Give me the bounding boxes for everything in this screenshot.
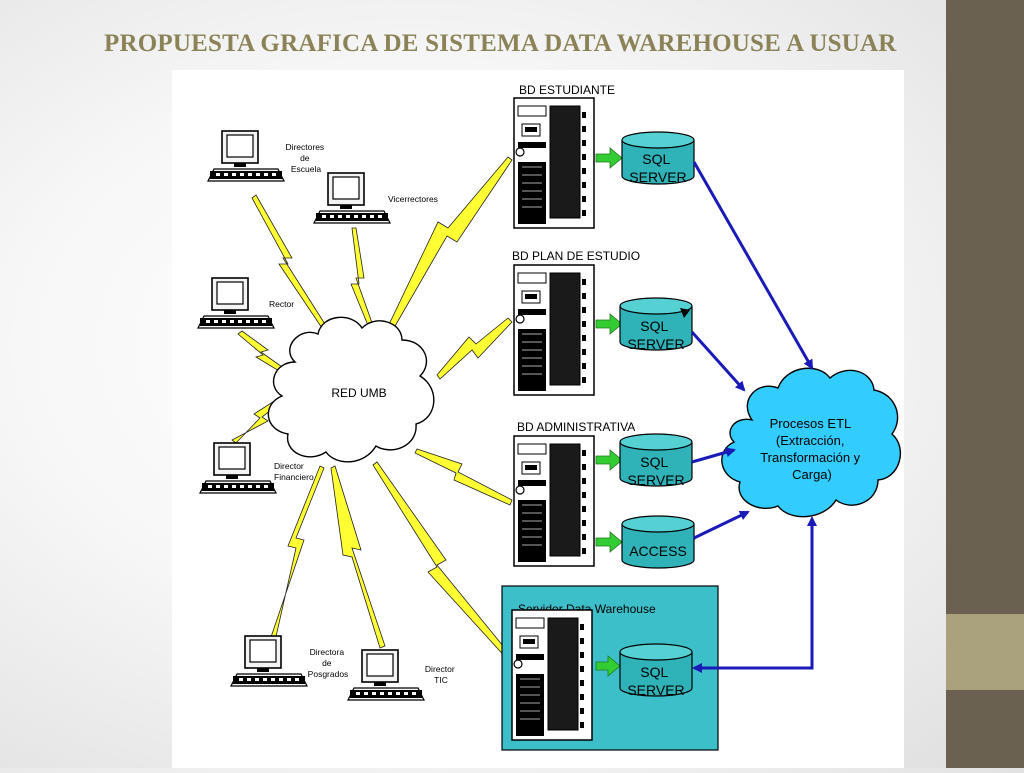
- db-sql-admin-line1: SQL: [640, 454, 668, 470]
- label-bd-administrativa: BD ADMINISTRATIVA: [517, 420, 635, 434]
- label-directores-2: de: [300, 153, 310, 163]
- link-bolt-vicerrectores: [350, 227, 377, 336]
- svg-text:SQL SERVER: SQL SERVER: [629, 151, 686, 185]
- link-bolt-tic: [330, 465, 386, 649]
- label-tic-1: Director: [425, 664, 455, 674]
- etl-process-cloud: [721, 367, 902, 518]
- svg-text:Director TIC: Director TIC: [425, 664, 457, 685]
- computer-vicerrectores-icon: [313, 172, 391, 224]
- link-bolt-bd-estudiante: [382, 156, 513, 341]
- blue-arrow-admin-sql-etl: [691, 447, 736, 464]
- diagram-canvas: RED UMB Directores de Escuela Vicerrecto…: [172, 70, 904, 768]
- svg-text:Directores de Escuela: Directores de Escuela: [285, 142, 326, 174]
- link-bolt-bd-plan: [436, 317, 513, 380]
- computer-tic-icon: [347, 649, 425, 701]
- computer-rector-icon: [197, 277, 275, 329]
- blue-arrow-access-etl: [693, 510, 750, 540]
- db-sql-dw-line2: SERVER: [627, 682, 684, 698]
- db-sql-estudiante-line1: SQL: [642, 151, 670, 167]
- computer-financiero-icon: [199, 442, 277, 494]
- blue-arrow-etl-data-warehouse: [692, 516, 817, 673]
- label-rector: Rector: [269, 299, 294, 309]
- label-posgrados-2: de: [322, 658, 332, 668]
- label-financiero-1: Director: [274, 461, 304, 471]
- svg-text:Director Financiero: Director Financiero: [274, 461, 314, 482]
- computer-posgrados-icon: [230, 635, 308, 687]
- server-bd-administrativa-icon: [513, 435, 595, 567]
- green-arrow-admin-access: [595, 531, 623, 553]
- label-directores-3: Escuela: [291, 164, 322, 174]
- label-bd-estudiante: BD ESTUDIANTE: [519, 83, 615, 97]
- etl-line-4: Carga): [792, 467, 832, 482]
- db-sql-plan-line2: SERVER: [627, 336, 684, 352]
- link-bolt-bd-administrativa: [414, 448, 513, 506]
- server-bd-estudiante-icon: [513, 97, 595, 229]
- db-sql-dw-line1: SQL: [640, 664, 668, 680]
- link-bolt-posgrados: [269, 465, 325, 642]
- label-vicerrectores: Vicerrectores: [388, 194, 438, 204]
- architecture-diagram: RED UMB Directores de Escuela Vicerrecto…: [197, 83, 902, 751]
- red-umb-cloud: [267, 316, 435, 463]
- green-arrow-admin-sql: [595, 449, 623, 471]
- label-posgrados-3: Posgrados: [308, 669, 349, 679]
- green-arrow-estudiante: [595, 147, 623, 169]
- svg-text:Directora de Posgrados: Directora de Posgrados: [308, 647, 349, 679]
- etl-line-2: (Extracción,: [776, 433, 845, 448]
- label-posgrados-1: Directora: [310, 647, 345, 657]
- etl-line-1: Procesos ETL: [770, 416, 851, 431]
- db-access-label: ACCESS: [629, 543, 687, 559]
- blue-arrow-plan-etl: [690, 330, 746, 392]
- slide-title: PROPUESTA GRAFICA DE SISTEMA DATA WAREHO…: [104, 30, 897, 57]
- computer-directores-icon: [207, 130, 285, 182]
- svg-text:SQL SERVER: SQL SERVER: [627, 664, 684, 698]
- svg-text:SQL SERVER: SQL SERVER: [627, 318, 684, 352]
- svg-text:Procesos ETL (Extracción,: Procesos ETL (Extracción, Transformación…: [760, 416, 864, 482]
- label-tic-2: TIC: [434, 675, 448, 685]
- server-bd-plan-icon: [513, 264, 595, 396]
- server-data-warehouse-icon: [511, 609, 593, 741]
- label-directores-1: Directores: [285, 142, 324, 152]
- blue-arrow-estudiante-etl: [692, 161, 814, 370]
- red-umb-label: RED UMB: [331, 386, 386, 400]
- green-arrow-plan: [595, 313, 623, 335]
- green-arrow-data-warehouse: [595, 655, 621, 677]
- db-sql-estudiante-line2: SERVER: [629, 169, 686, 185]
- db-sql-admin-line2: SERVER: [627, 472, 684, 488]
- svg-text:SQL SERVER: SQL SERVER: [627, 454, 684, 488]
- label-bd-plan: BD PLAN DE ESTUDIO: [512, 249, 640, 263]
- right-accent-block: [946, 614, 1024, 690]
- db-access-icon: [621, 515, 695, 569]
- label-financiero-2: Financiero: [274, 472, 314, 482]
- etl-line-3: Transformación y: [760, 450, 860, 465]
- db-sql-plan-line1: SQL: [640, 318, 668, 334]
